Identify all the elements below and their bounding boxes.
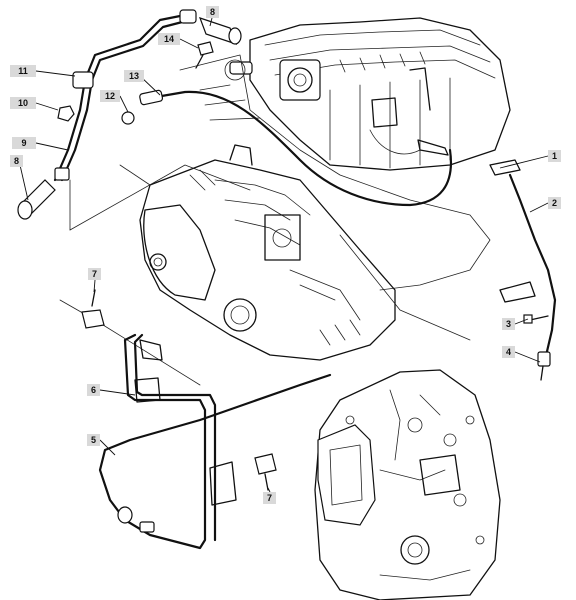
callout-1: 1 (548, 150, 561, 162)
part-14-bolt (195, 41, 214, 69)
part-8-left-cylinder (17, 179, 56, 220)
part-12-fitting (121, 111, 135, 125)
callout-9-label: 9 (21, 138, 26, 148)
callout-7-upper-label: 7 (92, 269, 97, 279)
part-10-nut (57, 105, 75, 122)
hose-9 (53, 9, 197, 182)
callout-12: 12 (100, 90, 120, 102)
engine-block (179, 54, 491, 291)
cable-13 (139, 89, 453, 207)
callout-3: 3 (502, 318, 515, 330)
callout-2: 2 (548, 197, 561, 209)
callout-13-label: 13 (129, 71, 139, 81)
callout-11: 11 (10, 65, 36, 77)
hose-5 (98, 333, 332, 550)
callout-4: 4 (502, 346, 515, 358)
callout-14-label: 14 (164, 34, 174, 44)
callout-8-left-label: 8 (14, 156, 19, 166)
callout-5-label: 5 (91, 435, 96, 445)
part-8-top-cylinder (198, 17, 242, 45)
callout-8-top: 8 (206, 6, 219, 18)
callout-10-label: 10 (18, 98, 28, 108)
callout-4-label: 4 (506, 347, 511, 357)
callout-7-upper: 7 (88, 268, 101, 280)
part-7-upper (81, 289, 105, 329)
callout-6: 6 (87, 384, 100, 396)
callout-11-label: 11 (18, 66, 28, 76)
transaxle-case (314, 369, 501, 600)
callout-8-top-label: 8 (210, 7, 215, 17)
callout-3-label: 3 (506, 319, 511, 329)
engine-intake-manifold (229, 17, 511, 171)
callout-10: 10 (10, 97, 36, 109)
callout-1-label: 1 (552, 151, 557, 161)
callout-9: 9 (12, 137, 36, 149)
callout-7-lower: 7 (263, 492, 276, 504)
part-7-lower (254, 453, 277, 491)
leader-lines (19, 17, 549, 493)
callout-7-lower-label: 7 (267, 493, 272, 503)
transaxle-assembly (139, 144, 396, 361)
callout-14: 14 (158, 33, 180, 45)
callout-6-label: 6 (91, 385, 96, 395)
callout-13: 13 (124, 70, 144, 82)
callout-2-label: 2 (552, 198, 557, 208)
callout-8-left: 8 (10, 155, 23, 167)
cable-2 (489, 159, 557, 381)
callout-5: 5 (87, 434, 100, 446)
callout-12-label: 12 (105, 91, 115, 101)
